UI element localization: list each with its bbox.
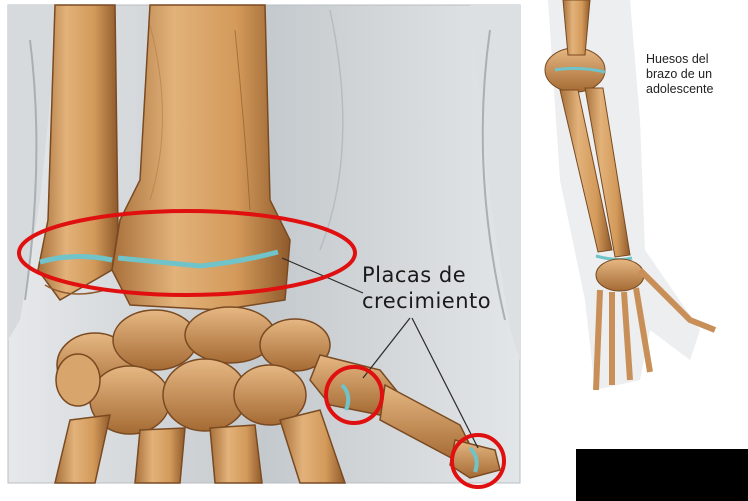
growth-plates-label: Placas de crecimiento [362,262,491,314]
arm-caption-line2: brazo de un [646,67,713,82]
redaction-box [576,449,748,501]
arm-caption-line3: adolescente [646,82,713,97]
growth-plates-label-line1: Placas de [362,262,491,288]
growth-plates-label-line2: crecimiento [362,288,491,314]
arm-caption-line1: Huesos del [646,52,713,67]
arm-caption: Huesos del brazo de un adolescente [646,52,713,97]
